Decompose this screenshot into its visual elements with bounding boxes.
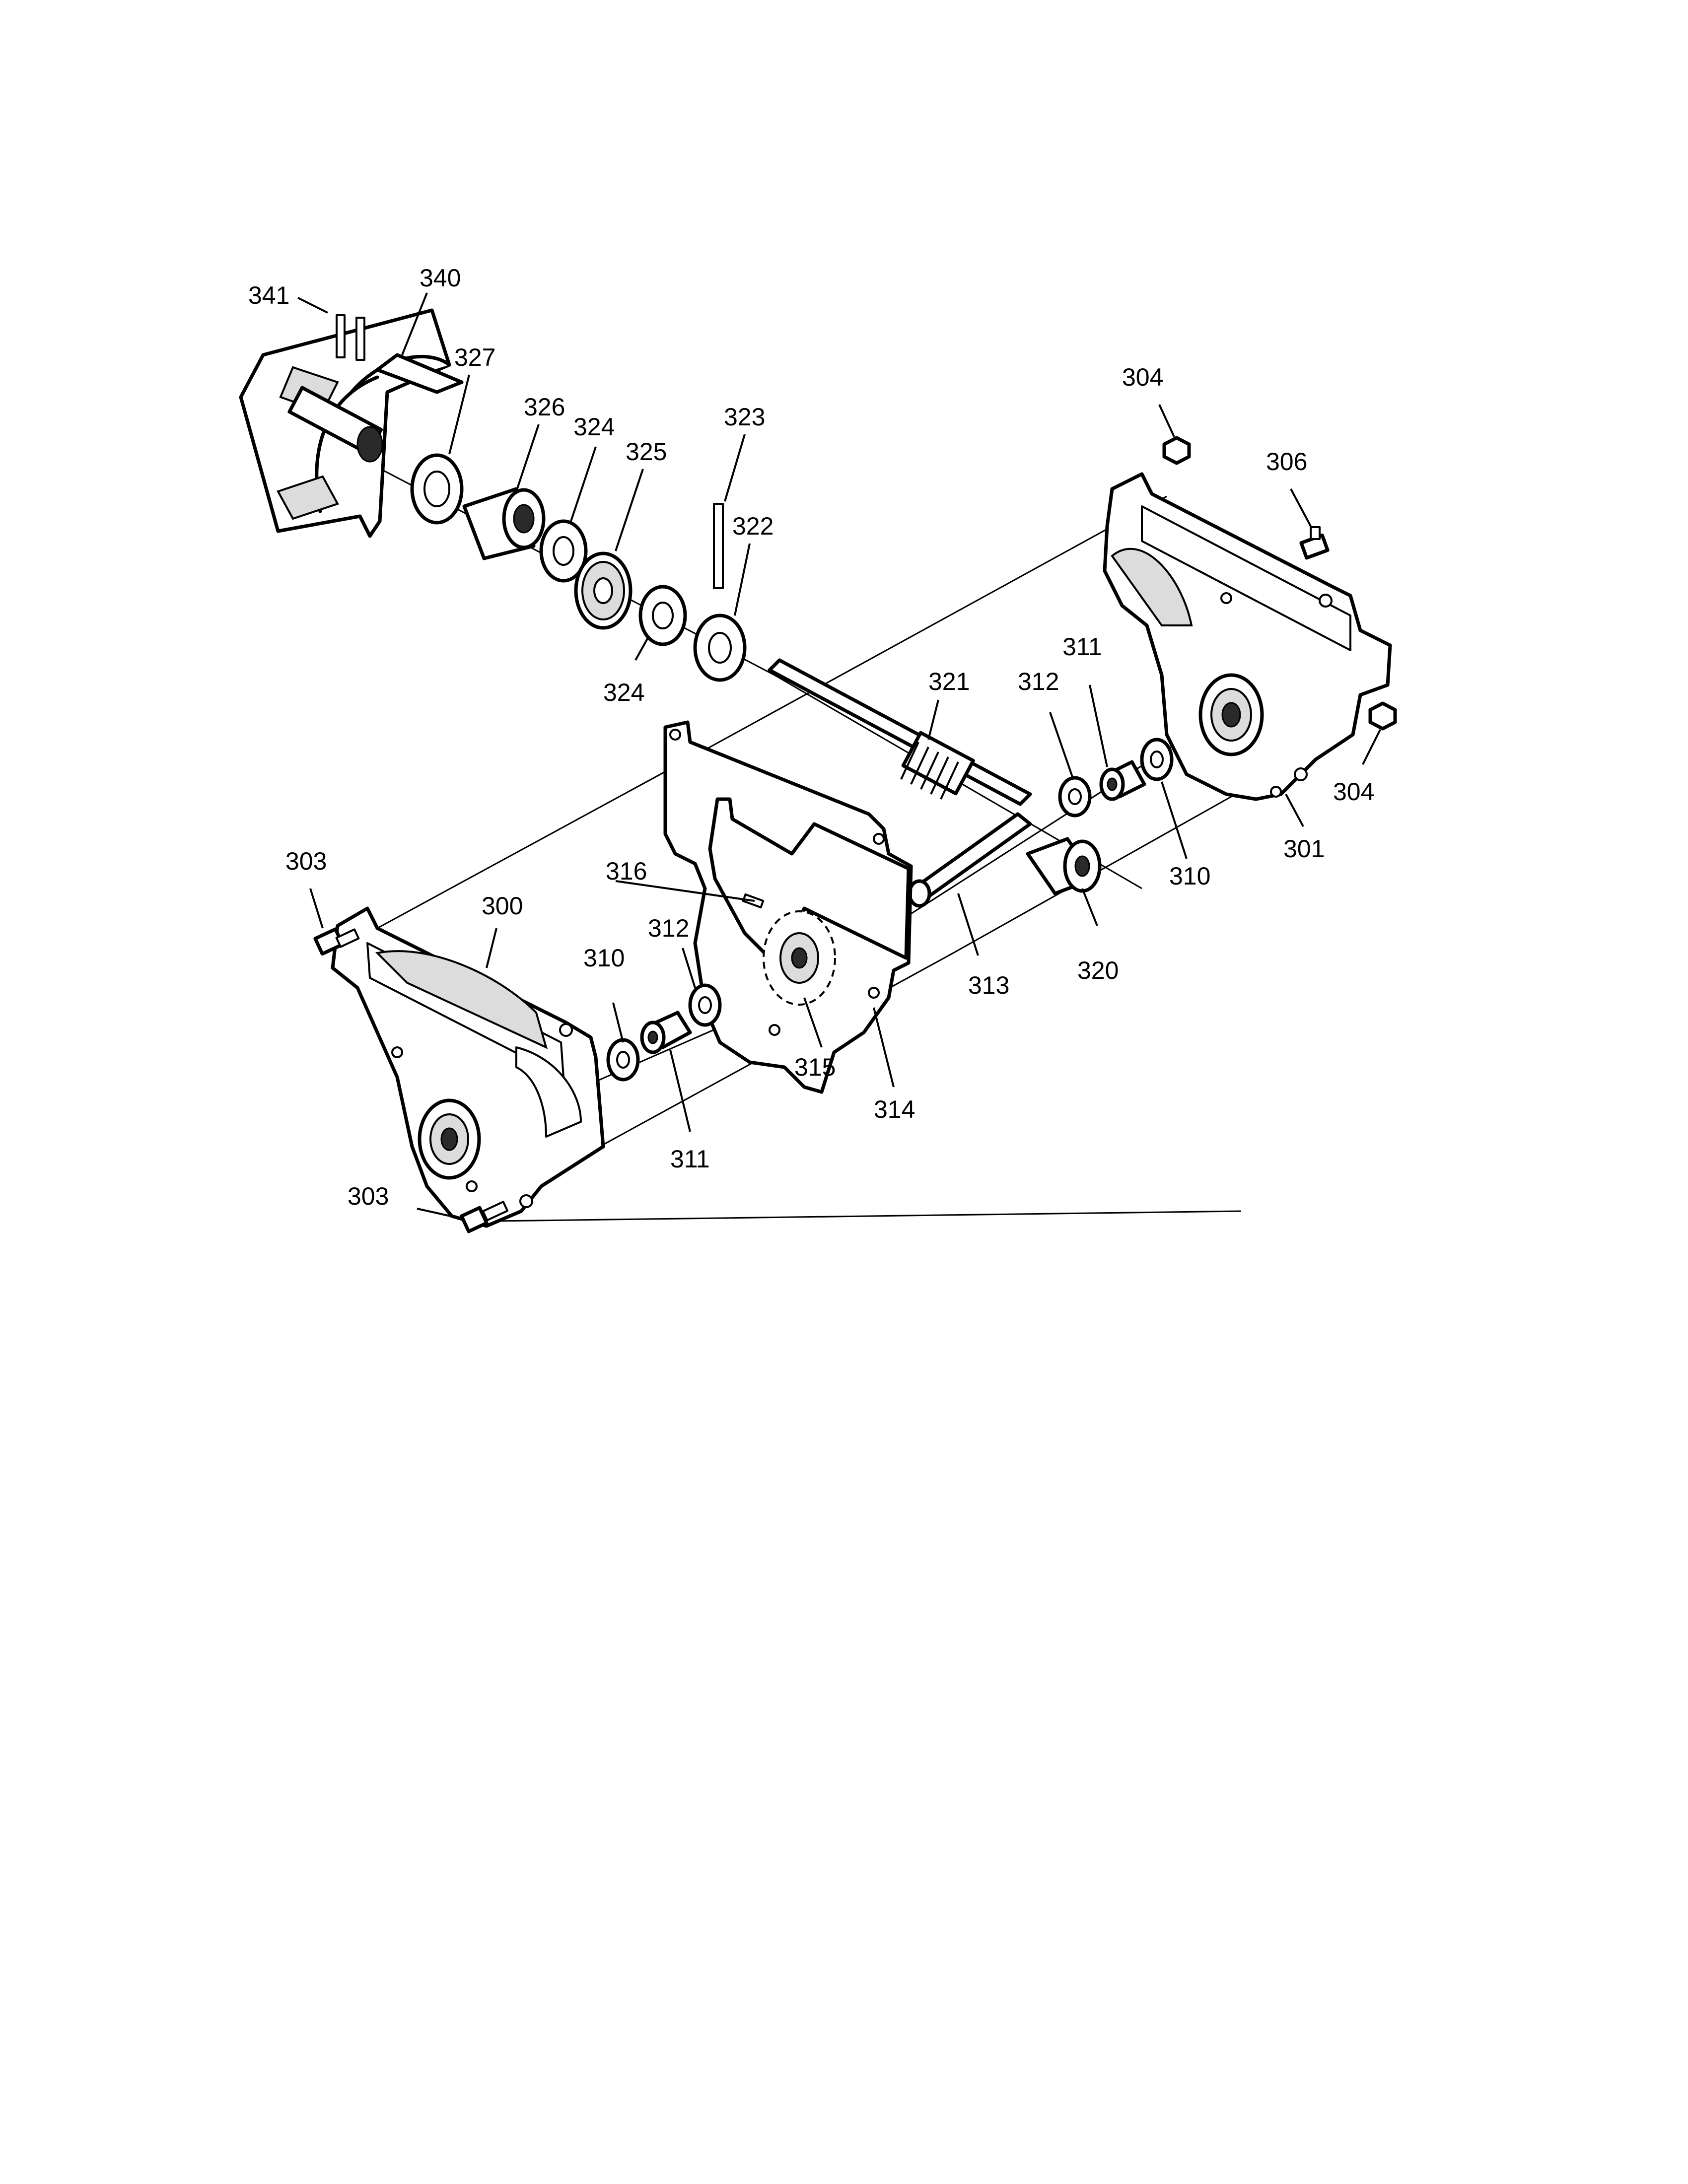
callout-323: 323 (724, 403, 765, 431)
washer-324-lower (638, 585, 687, 646)
bushing-311-left (640, 1011, 692, 1054)
callout-310-right: 310 (1169, 862, 1210, 890)
impeller-housing-340 (239, 308, 464, 538)
callout-327: 327 (454, 343, 495, 371)
washer-312-left (688, 983, 722, 1027)
washer-312-right (1058, 776, 1092, 818)
leader-lines (297, 292, 1381, 1220)
flange-bearing-327 (410, 453, 464, 525)
collar-322 (693, 614, 747, 682)
washer-324-upper (539, 519, 588, 583)
callout-311-left: 311 (670, 1145, 710, 1173)
gear-housing-301 (1103, 472, 1392, 801)
gasket-plate-314 (663, 720, 913, 1094)
hex-nut-304-right (1368, 701, 1397, 731)
callout-340: 340 (420, 264, 461, 292)
callout-304-right: 304 (1333, 778, 1374, 806)
callout-312-left: 312 (648, 914, 689, 942)
cap-screw-303-lower (460, 1201, 509, 1233)
callout-341: 341 (248, 281, 289, 309)
worm-threads (900, 742, 959, 800)
callout-304-upper: 304 (1122, 363, 1163, 391)
callout-300: 300 (482, 892, 523, 920)
callout-310-left: 310 (583, 944, 625, 972)
callout-313: 313 (968, 971, 1009, 999)
gear-315 (763, 910, 836, 1006)
bushing-311-right (1099, 760, 1146, 801)
callout-301: 301 (1283, 835, 1325, 863)
callout-311-right: 311 (1062, 633, 1102, 661)
callout-316: 316 (606, 857, 647, 885)
callouts: 341 340 327 326 324 325 323 322 324 304 … (248, 264, 1374, 1210)
callout-321: 321 (928, 668, 970, 695)
callout-324-upper: 324 (573, 413, 615, 441)
shaft-313 (908, 812, 1032, 908)
spring-pin-323 (713, 503, 724, 589)
cap-screw-303-upper (313, 927, 360, 956)
washer-310-right (1140, 738, 1174, 781)
callout-315: 315 (794, 1053, 836, 1081)
fitting-306 (1299, 526, 1330, 560)
callout-306: 306 (1266, 448, 1307, 476)
callout-322: 322 (732, 512, 774, 540)
hex-nut-304-upper (1162, 436, 1191, 465)
washer-310-left (606, 1038, 640, 1082)
coupling-320 (1026, 837, 1102, 895)
spacer-326 (462, 487, 546, 560)
callout-314: 314 (874, 1095, 915, 1123)
callout-320: 320 (1077, 956, 1119, 984)
callout-326: 326 (524, 393, 565, 421)
callout-325: 325 (626, 438, 667, 466)
gear-housing-300 (331, 906, 605, 1228)
thrust-bearing-325 (574, 551, 633, 630)
callout-312-right: 312 (1018, 668, 1059, 695)
worm-shaft-321 (768, 658, 1032, 806)
callout-303-lower: 303 (348, 1182, 389, 1210)
callout-324-lower: 324 (603, 679, 644, 706)
callout-303-upper: 303 (285, 847, 327, 875)
roll-pins-341 (336, 314, 365, 361)
